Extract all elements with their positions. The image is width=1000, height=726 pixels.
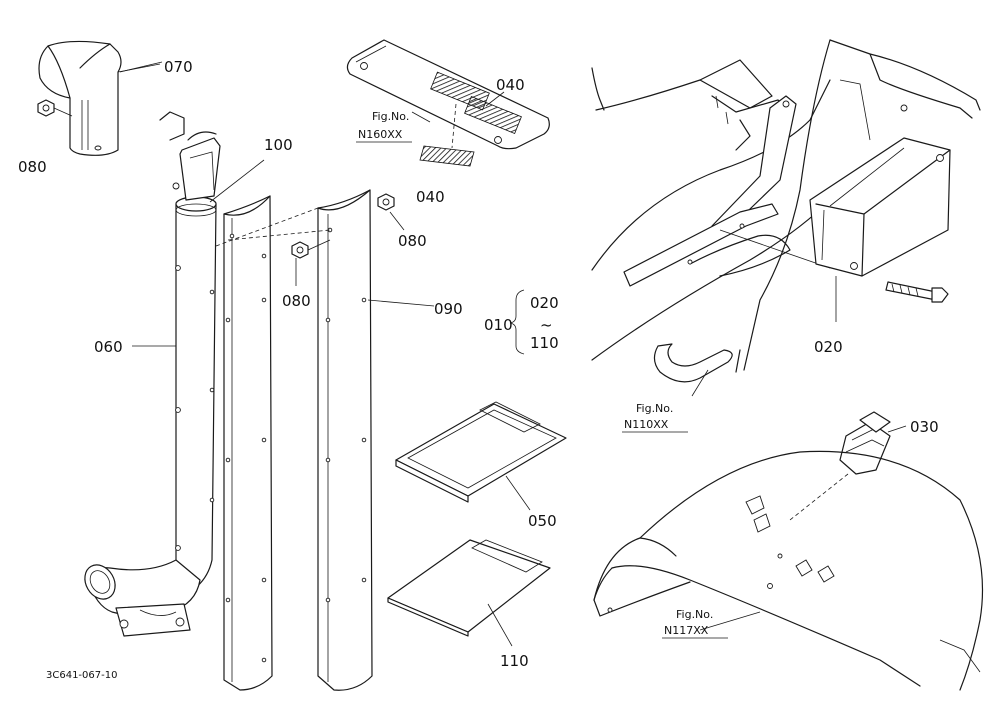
- label-080-right: 080: [398, 232, 427, 250]
- label-080-left: 080: [18, 158, 47, 176]
- label-060: 060: [94, 338, 123, 356]
- fig-ref-n117: Fig.No. N117XX: [662, 608, 728, 639]
- drawing-code: 3C641-067-10: [46, 670, 117, 681]
- part-090-cover: [227, 189, 373, 691]
- part-060-exhaust-pipe: [84, 111, 221, 637]
- label-020: 020: [814, 338, 843, 356]
- fig-ref-n160-label: Fig.No.: [372, 110, 409, 123]
- label-020-range: 020: [530, 294, 559, 312]
- label-090: 090: [434, 300, 463, 318]
- label-070: 070: [164, 58, 193, 76]
- plate-n160: [346, 39, 550, 167]
- part-110-document: [387, 539, 551, 647]
- label-080-middle: 080: [282, 292, 311, 310]
- assembly-n117: [593, 450, 984, 691]
- fig-ref-n117-label: Fig.No.: [676, 608, 713, 621]
- label-040-bottom: [419, 145, 475, 167]
- label-100: 100: [264, 136, 293, 154]
- part-050-manual: [395, 401, 567, 511]
- fig-ref-n110: Fig.No. N110XX: [622, 402, 688, 433]
- part-080-bolt-middle: [291, 239, 331, 259]
- part-080-bolt-left: [37, 99, 73, 117]
- fig-ref-n160: Fig.No. N160XX: [356, 110, 412, 143]
- part-070-cap: [38, 40, 163, 156]
- label-040-top-text: 040: [496, 76, 525, 94]
- assembly-n110: [591, 39, 981, 397]
- fig-ref-n160-number: N160XX: [358, 128, 403, 141]
- fig-ref-n110-label: Fig.No.: [636, 402, 673, 415]
- range-010: 010 020 ~ 110: [484, 289, 559, 355]
- label-010: 010: [484, 316, 513, 334]
- part-080-bolt-right: [377, 193, 395, 211]
- part-030-connector: [789, 411, 907, 521]
- label-030: 030: [910, 418, 939, 436]
- label-040-bottom-text: 040: [416, 188, 445, 206]
- label-050: 050: [528, 512, 557, 530]
- part-100-cover: [215, 195, 319, 691]
- label-110: 110: [500, 652, 529, 670]
- fig-ref-n110-number: N110XX: [624, 418, 669, 431]
- leader-lines: [117, 63, 435, 307]
- fig-ref-n117-number: N117XX: [664, 624, 709, 637]
- label-110-range: 110: [530, 334, 559, 352]
- range-tilde: ~: [540, 316, 553, 334]
